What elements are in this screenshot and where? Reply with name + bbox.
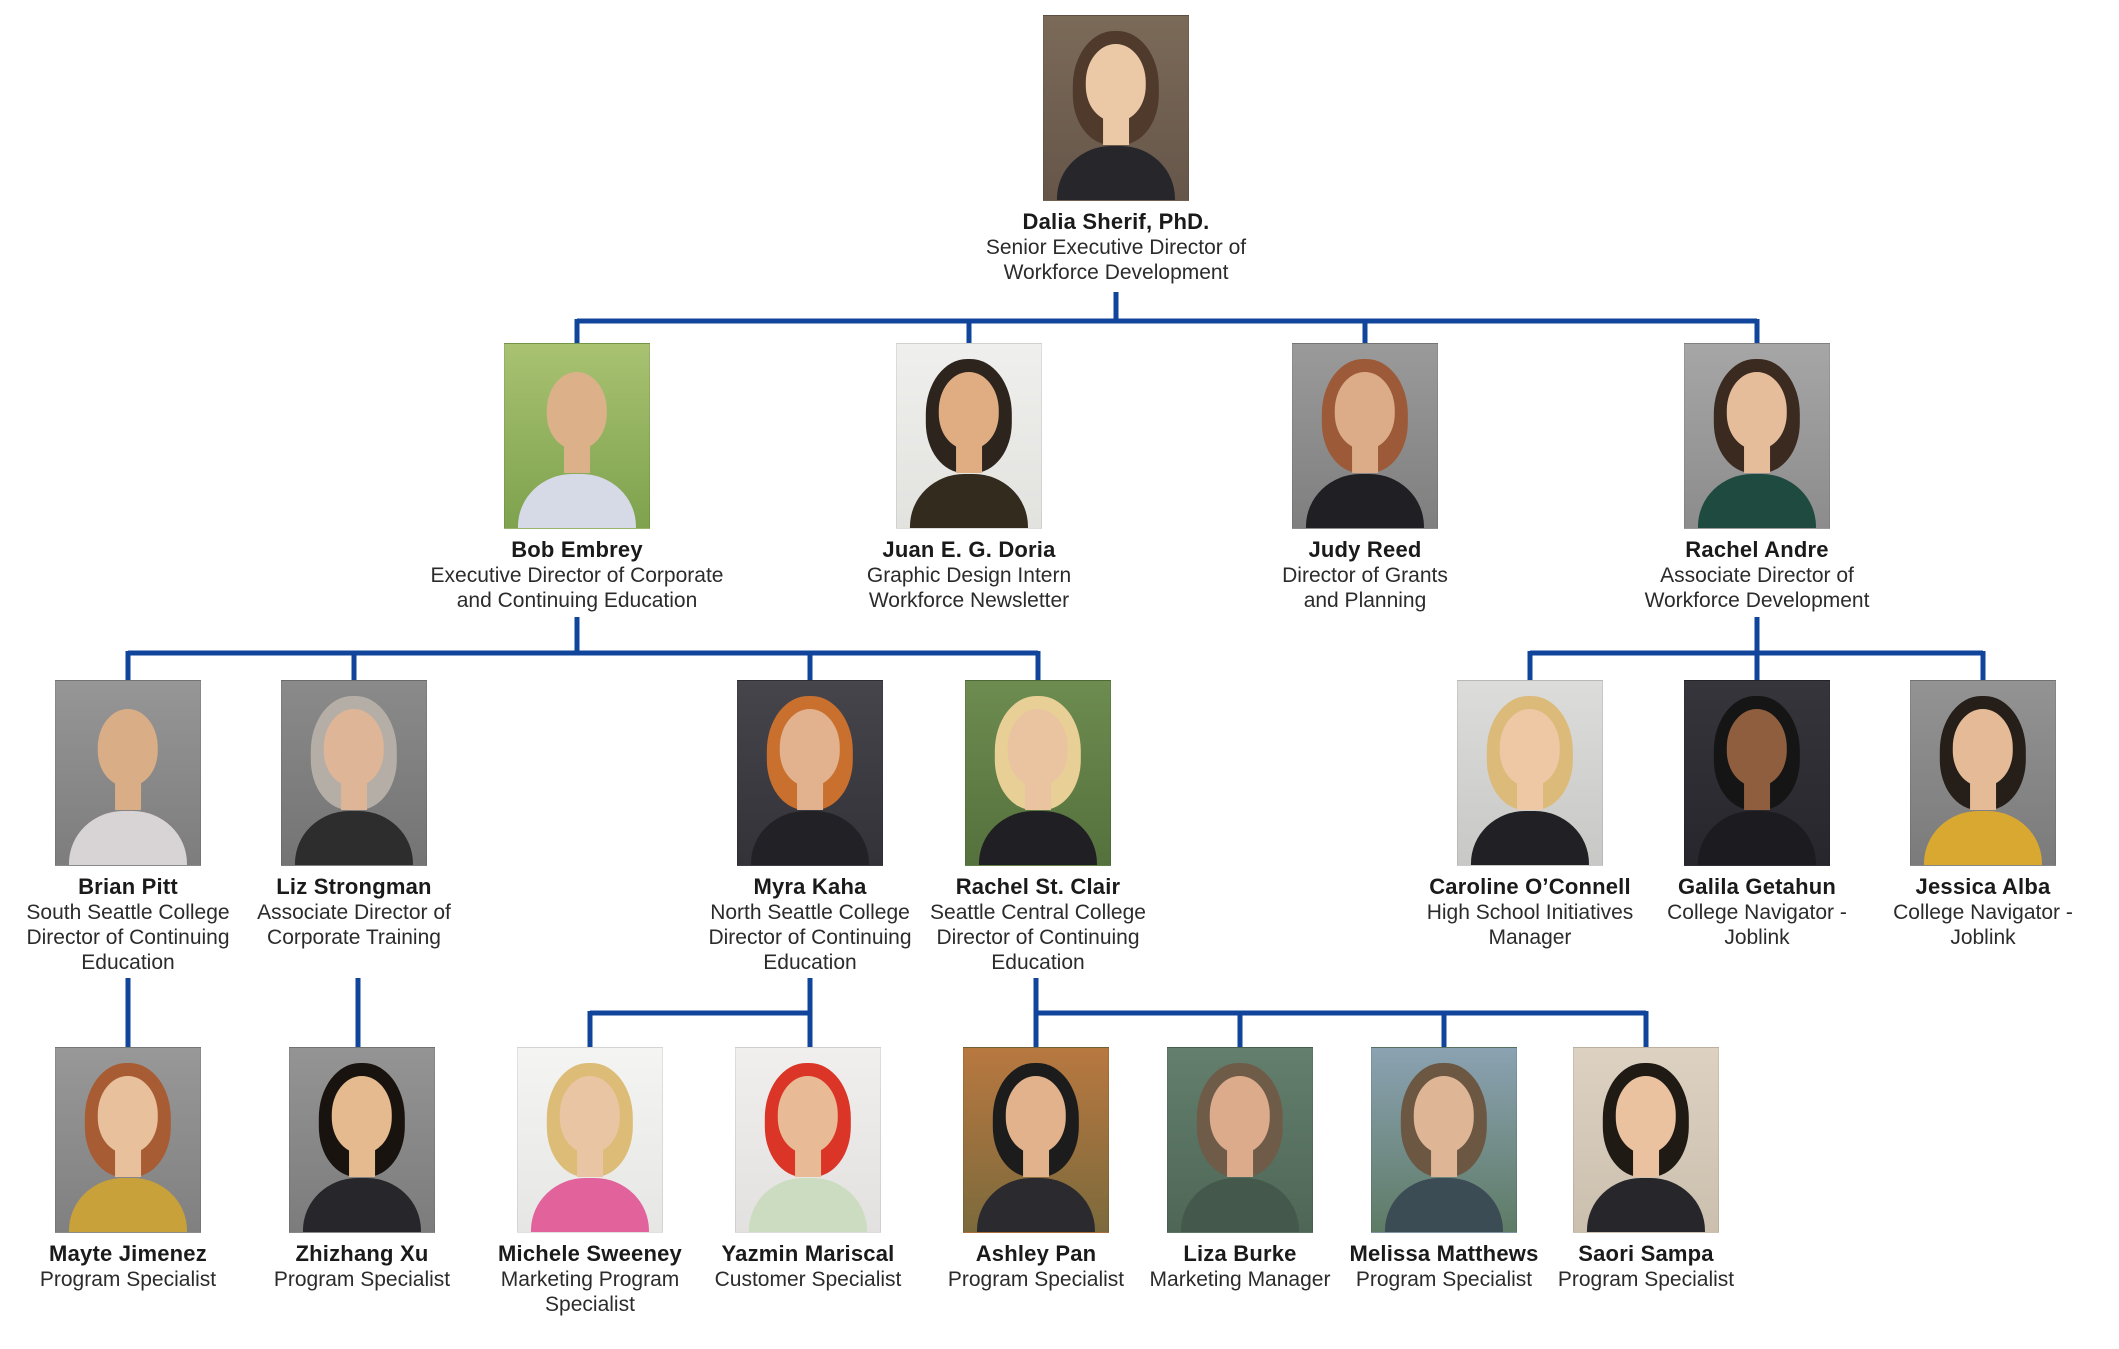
person-name: Melissa Matthews: [1349, 1241, 1539, 1266]
person-name: Bob Embrey: [511, 537, 643, 562]
photo-melissa-matthews: [1371, 1047, 1517, 1233]
org-node-michele-sweeney: Michele Sweeney Marketing Program Specia…: [400, 1047, 780, 1317]
org-node-brian-pitt: Brian Pitt South Seattle College Directo…: [0, 680, 318, 975]
person-name: Caroline O’Connell: [1429, 874, 1631, 899]
person-title: Associate Director of Corporate Training: [257, 901, 451, 949]
person-name: Michele Sweeney: [498, 1241, 682, 1266]
person-title: Customer Specialist: [714, 1268, 902, 1291]
person-name: Mayte Jimenez: [49, 1241, 207, 1266]
person-title: South Seattle College Director of Contin…: [26, 901, 230, 974]
org-node-judy-reed: Judy Reed Director of Grants and Plannin…: [1175, 343, 1555, 613]
photo-jessica-alba: [1910, 680, 2056, 866]
org-node-mayte-jimenez: Mayte Jimenez Program Specialist: [0, 1047, 318, 1292]
person-name: Rachel Andre: [1685, 537, 1829, 562]
photo-zhizhang-xu: [289, 1047, 435, 1233]
person-name: Ashley Pan: [975, 1241, 1097, 1266]
photo-judy-reed: [1292, 343, 1438, 529]
person-name: Zhizhang Xu: [295, 1241, 429, 1266]
org-node-melissa-matthews: Melissa Matthews Program Specialist: [1254, 1047, 1634, 1292]
person-title: Seattle Central College Director of Cont…: [930, 901, 1146, 974]
person-title: Associate Director of Workforce Developm…: [1644, 564, 1870, 612]
org-node-rachel-andre: Rachel Andre Associate Director of Workf…: [1567, 343, 1947, 613]
person-name: Yazmin Mariscal: [721, 1241, 895, 1266]
photo-dalia-sherif: [1043, 15, 1189, 201]
person-name: Brian Pitt: [78, 874, 178, 899]
person-title: College Navigator - Joblink: [1667, 901, 1847, 949]
org-node-zhizhang-xu: Zhizhang Xu Program Specialist: [172, 1047, 552, 1292]
photo-myra-kaha: [737, 680, 883, 866]
org-node-myra-kaha: Myra Kaha North Seattle College Director…: [620, 680, 1000, 975]
person-title: North Seattle College Director of Contin…: [708, 901, 912, 974]
person-name: Judy Reed: [1308, 537, 1422, 562]
org-node-ashley-pan: Ashley Pan Program Specialist: [846, 1047, 1226, 1292]
person-title: Program Specialist: [273, 1268, 451, 1291]
person-title: High School Initiatives Manager: [1426, 901, 1634, 949]
org-node-caroline-oconnell: Caroline O’Connell High School Initiativ…: [1340, 680, 1720, 950]
org-node-liza-burke: Liza Burke Marketing Manager: [1050, 1047, 1430, 1292]
person-title: Graphic Design Intern Workforce Newslett…: [866, 564, 1072, 612]
org-node-jessica-alba: Jessica Alba College Navigator - Joblink: [1793, 680, 2119, 950]
org-node-saori-sampa: Saori Sampa Program Specialist: [1456, 1047, 1836, 1292]
photo-saori-sampa: [1573, 1047, 1719, 1233]
photo-bob-embrey: [504, 343, 650, 529]
person-name: Dalia Sherif, PhD.: [1022, 209, 1210, 234]
person-title: College Navigator - Joblink: [1893, 901, 2073, 949]
photo-rachel-andre: [1684, 343, 1830, 529]
photo-rachel-st-clair: [965, 680, 1111, 866]
person-title: Program Specialist: [1557, 1268, 1735, 1291]
org-node-galila-getahun: Galila Getahun College Navigator - Jobli…: [1567, 680, 1947, 950]
person-title: Program Specialist: [947, 1268, 1125, 1291]
org-node-liz-strongman: Liz Strongman Associate Director of Corp…: [164, 680, 544, 950]
person-name: Galila Getahun: [1677, 874, 1837, 899]
person-name: Myra Kaha: [753, 874, 867, 899]
org-node-dalia-sherif: Dalia Sherif, PhD. Senior Executive Dire…: [926, 15, 1306, 285]
person-name: Juan E. G. Doria: [882, 537, 1056, 562]
photo-brian-pitt: [55, 680, 201, 866]
person-title: Program Specialist: [1355, 1268, 1533, 1291]
photo-yazmin-mariscal: [735, 1047, 881, 1233]
photo-mayte-jimenez: [55, 1047, 201, 1233]
person-title: Program Specialist: [39, 1268, 217, 1291]
photo-juan-doria: [896, 343, 1042, 529]
person-name: Saori Sampa: [1578, 1241, 1714, 1266]
person-title: Executive Director of Corporate and Cont…: [430, 564, 724, 612]
org-node-juan-doria: Juan E. G. Doria Graphic Design Intern W…: [779, 343, 1159, 613]
photo-galila-getahun: [1684, 680, 1830, 866]
person-title: Marketing Manager: [1149, 1268, 1331, 1291]
person-name: Liz Strongman: [276, 874, 432, 899]
org-node-bob-embrey: Bob Embrey Executive Director of Corpora…: [387, 343, 767, 613]
person-name: Liza Burke: [1183, 1241, 1297, 1266]
photo-liz-strongman: [281, 680, 427, 866]
photo-caroline-oconnell: [1457, 680, 1603, 866]
org-node-rachel-st-clair: Rachel St. Clair Seattle Central College…: [848, 680, 1228, 975]
photo-michele-sweeney: [517, 1047, 663, 1233]
org-node-yazmin-mariscal: Yazmin Mariscal Customer Specialist: [618, 1047, 998, 1292]
person-title: Senior Executive Director of Workforce D…: [985, 236, 1247, 284]
person-name: Rachel St. Clair: [955, 874, 1121, 899]
photo-liza-burke: [1167, 1047, 1313, 1233]
person-title: Marketing Program Specialist: [500, 1268, 680, 1316]
person-name: Jessica Alba: [1915, 874, 2051, 899]
photo-ashley-pan: [963, 1047, 1109, 1233]
person-title: Director of Grants and Planning: [1282, 564, 1448, 612]
